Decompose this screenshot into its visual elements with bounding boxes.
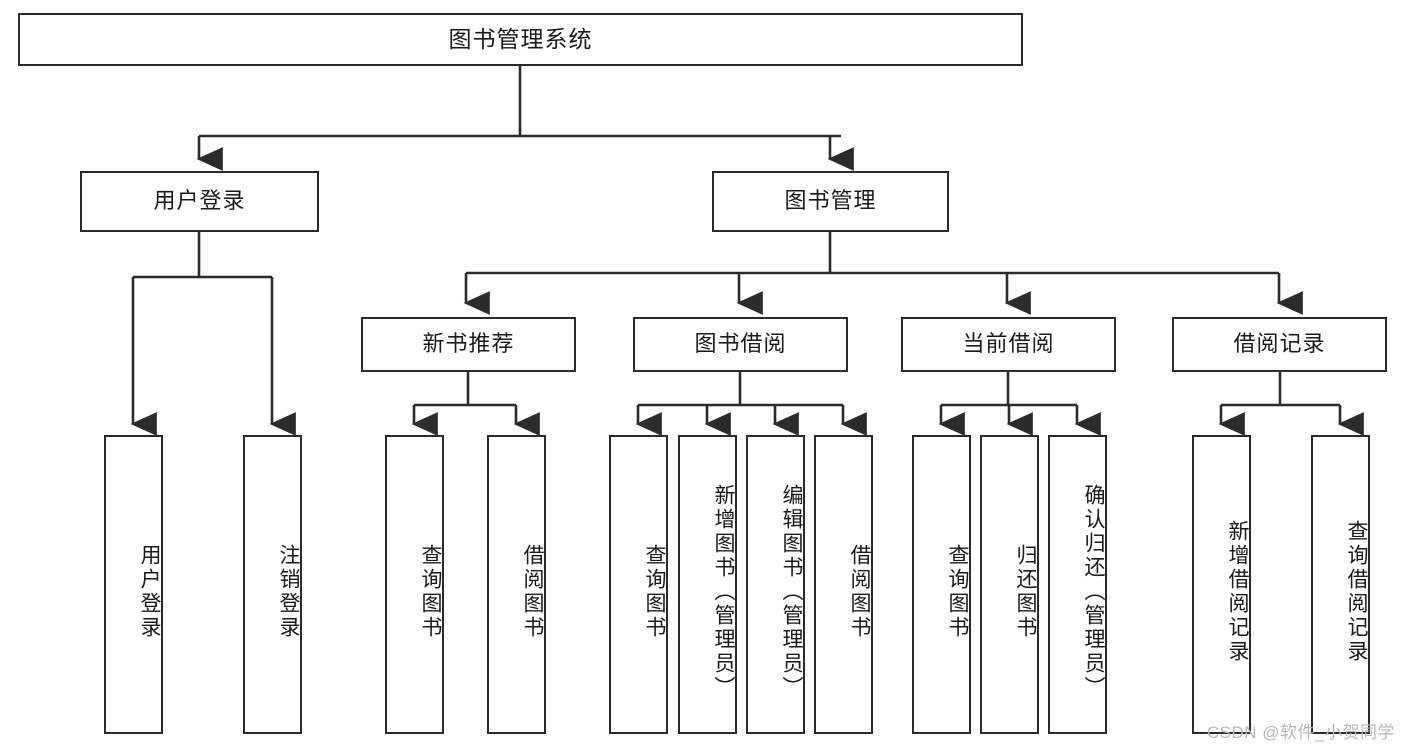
leaf-add-book[interactable]: 新增图书（管理员） — [678, 435, 737, 734]
leaf-query-book-2-label: 查询图书 — [643, 543, 666, 640]
leaf-user-login[interactable]: 用户登录 — [104, 435, 163, 734]
leaf-borrow-book-1-label: 借阅图书 — [521, 543, 544, 640]
node-book-borrow-label: 图书借阅 — [694, 331, 787, 357]
leaf-query-record-label: 查询借阅记录 — [1345, 519, 1368, 664]
node-root[interactable]: 图书管理系统 — [18, 13, 1023, 66]
leaf-user-login-label: 用户登录 — [138, 543, 161, 640]
leaf-add-record[interactable]: 新增借阅记录 — [1192, 435, 1251, 734]
leaf-add-record-label: 新增借阅记录 — [1226, 519, 1249, 664]
leaf-query-record[interactable]: 查询借阅记录 — [1311, 435, 1370, 734]
leaf-query-book-3[interactable]: 查询图书 — [912, 435, 971, 734]
node-book-manage[interactable]: 图书管理 — [712, 171, 949, 232]
node-book-manage-label: 图书管理 — [784, 188, 877, 214]
leaf-add-book-label: 新增图书（管理员） — [712, 483, 735, 700]
node-new-book-recommend[interactable]: 新书推荐 — [361, 317, 576, 372]
leaf-logout[interactable]: 注销登录 — [243, 435, 302, 734]
node-book-borrow[interactable]: 图书借阅 — [633, 317, 848, 372]
node-user-login-label: 用户登录 — [153, 188, 246, 214]
node-borrow-record[interactable]: 借阅记录 — [1172, 317, 1387, 372]
leaf-query-book-1[interactable]: 查询图书 — [385, 435, 444, 734]
leaf-borrow-book-2-label: 借阅图书 — [848, 543, 871, 640]
leaf-query-book-1-label: 查询图书 — [419, 543, 442, 640]
leaf-logout-label: 注销登录 — [277, 543, 300, 640]
leaf-return-book-label: 归还图书 — [1014, 543, 1037, 640]
leaf-edit-book[interactable]: 编辑图书（管理员） — [746, 435, 805, 734]
leaf-confirm-return[interactable]: 确认归还（管理员） — [1048, 435, 1107, 734]
node-borrow-record-label: 借阅记录 — [1233, 331, 1326, 357]
node-new-book-recommend-label: 新书推荐 — [422, 331, 515, 357]
node-current-borrow-label: 当前借阅 — [962, 331, 1055, 357]
watermark: CSDN @软件_小贺同学 — [1206, 723, 1395, 742]
node-root-label: 图书管理系统 — [448, 25, 593, 52]
leaf-confirm-return-label: 确认归还（管理员） — [1082, 483, 1105, 700]
leaf-query-book-3-label: 查询图书 — [946, 543, 969, 640]
leaf-edit-book-label: 编辑图书（管理员） — [780, 483, 803, 700]
leaf-return-book[interactable]: 归还图书 — [980, 435, 1039, 734]
leaf-borrow-book-1[interactable]: 借阅图书 — [487, 435, 546, 734]
leaf-query-book-2[interactable]: 查询图书 — [609, 435, 668, 734]
node-current-borrow[interactable]: 当前借阅 — [901, 317, 1116, 372]
leaf-borrow-book-2[interactable]: 借阅图书 — [814, 435, 873, 734]
node-user-login[interactable]: 用户登录 — [80, 171, 319, 232]
